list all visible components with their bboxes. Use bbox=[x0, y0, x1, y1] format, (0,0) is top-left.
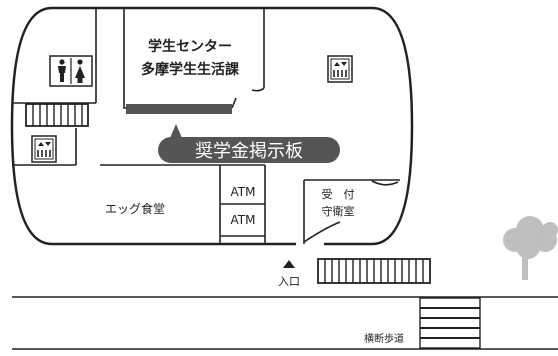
interior-walls bbox=[12, 8, 400, 244]
elevator-icon-left bbox=[31, 135, 57, 163]
crosswalk-label: 横断歩道 bbox=[364, 332, 404, 345]
entrance-marker-icon bbox=[283, 260, 295, 268]
crosswalk bbox=[419, 297, 481, 349]
board-pointer-icon bbox=[170, 124, 182, 138]
entrance-label: 入口 bbox=[278, 275, 300, 288]
student-affairs-label: 多摩学生生活課 bbox=[141, 61, 240, 78]
road bbox=[12, 296, 558, 350]
counter-bar bbox=[126, 104, 232, 114]
stairs-upper bbox=[25, 103, 89, 127]
reception-label: 受 付 bbox=[322, 188, 355, 201]
building-outline bbox=[10, 6, 414, 246]
atm-lower-label: ATM bbox=[231, 213, 256, 227]
stairs-entrance bbox=[317, 258, 431, 284]
restroom-icon bbox=[49, 55, 93, 87]
bulletin-board bbox=[158, 137, 340, 163]
guard-room-label: 守衛室 bbox=[322, 204, 355, 218]
tree-icon bbox=[503, 216, 558, 280]
elevator-icon bbox=[327, 55, 353, 83]
student-center-label: 学生センター bbox=[148, 38, 232, 55]
bulletin-board-label: 奨学金掲示板 bbox=[195, 141, 303, 162]
atm-upper-label: ATM bbox=[231, 185, 256, 199]
cafeteria-label: エッグ食堂 bbox=[105, 201, 165, 216]
